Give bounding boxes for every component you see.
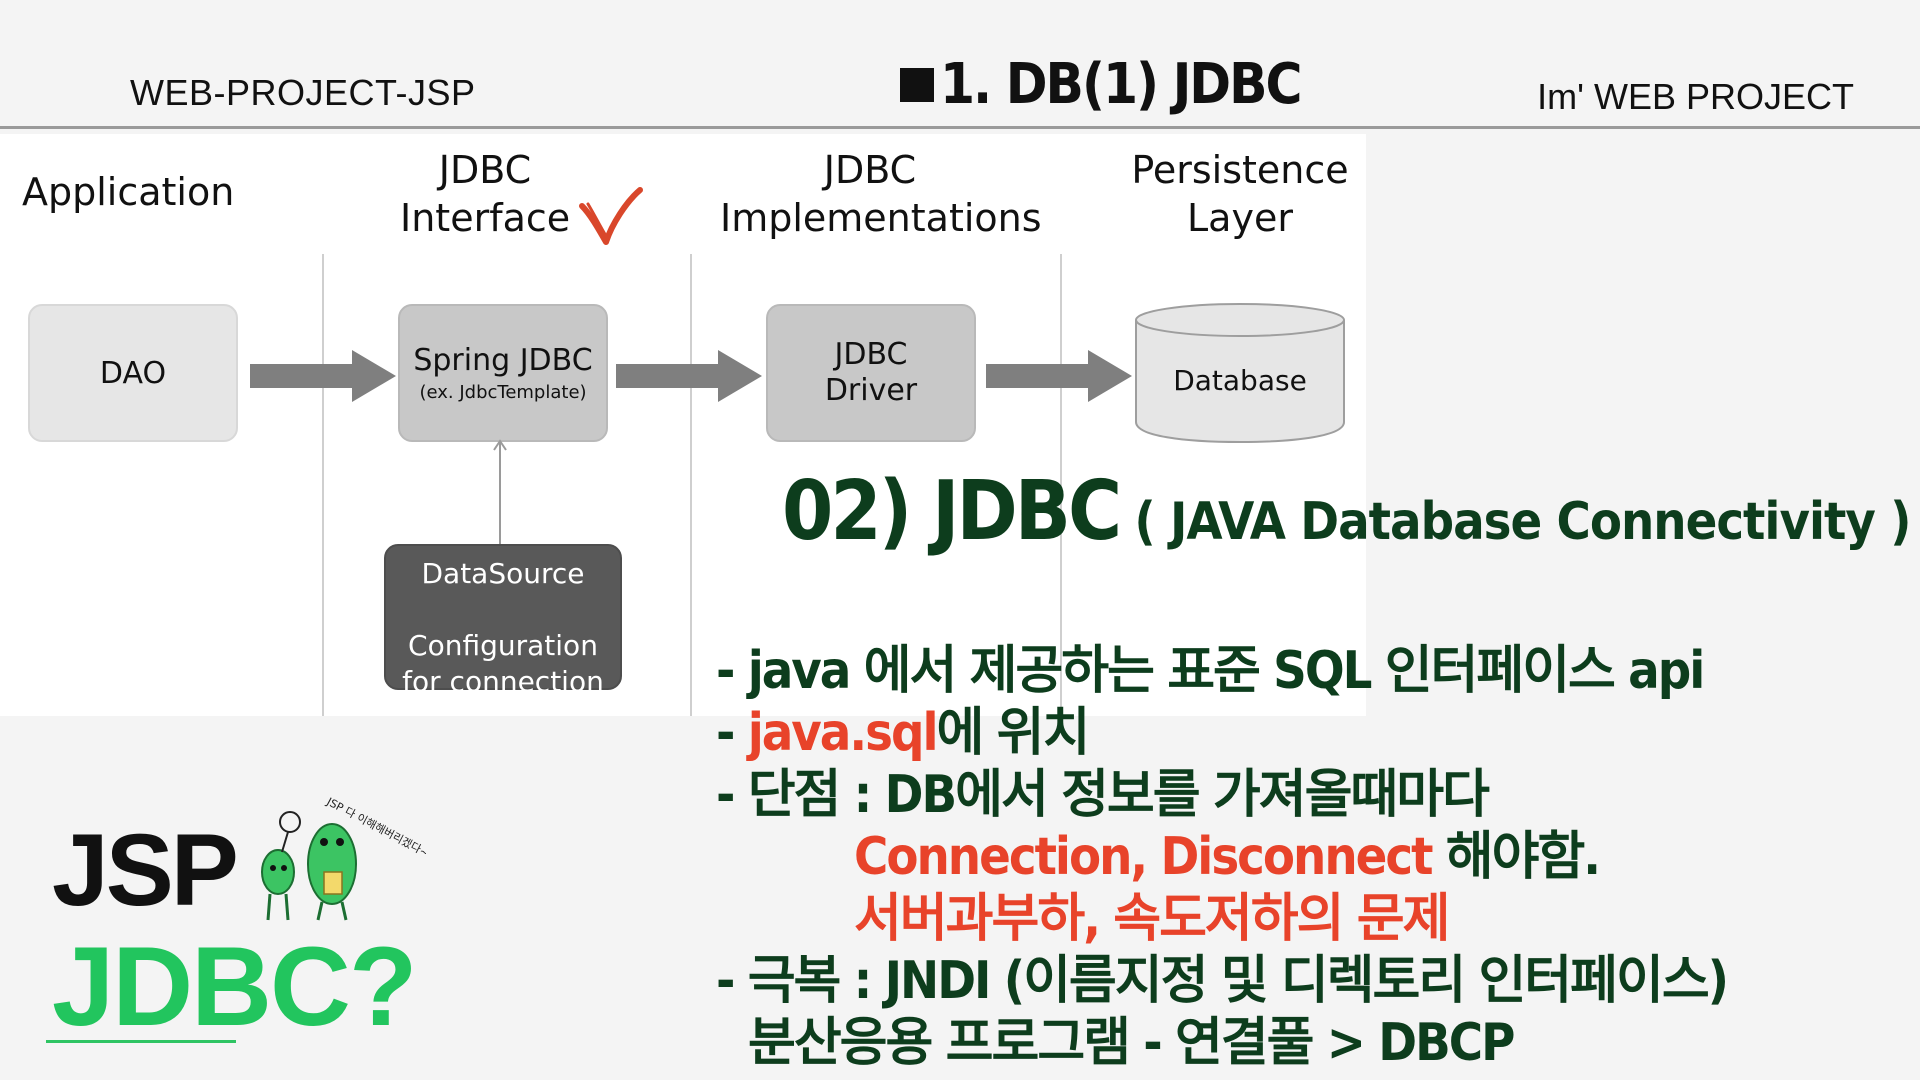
column-title-jdbc-interface: JDBC Interface xyxy=(400,146,570,242)
box-label: DAO xyxy=(99,355,167,391)
database-label: Database xyxy=(1173,364,1307,397)
box-sublabel: (ex. JdbcTemplate) xyxy=(419,382,587,403)
bullet-item: - 극복 : JNDI (이름지정 및 디렉토리 인터페이스) xyxy=(716,951,1729,1011)
header-brand: Im' WEB PROJECT xyxy=(1537,76,1854,117)
arrow-right-icon xyxy=(250,350,396,402)
jsp-logo-text: JSP xyxy=(52,813,239,927)
square-bullet-icon xyxy=(900,67,934,102)
section-title-main: 02) JDBC xyxy=(782,464,1122,559)
column-title-line: Layer xyxy=(1187,196,1293,240)
arrow-right-icon xyxy=(616,350,762,402)
highlight-text: java.sql xyxy=(747,703,939,763)
bullet-prefix: - xyxy=(716,703,748,763)
box-label: Spring JDBC xyxy=(413,343,593,378)
highlight-text: Connection, Disconnect xyxy=(854,827,1434,887)
database-cylinder xyxy=(1135,303,1345,444)
slide-title: 1. DB(1) JDBC xyxy=(900,52,1303,117)
column-divider xyxy=(690,254,692,716)
column-title-line: Persistence xyxy=(1131,148,1349,192)
slide-title-text: 1. DB(1) JDBC xyxy=(940,52,1303,117)
datasource-box: DataSource Configuration for connection xyxy=(384,544,622,698)
column-divider xyxy=(322,254,324,716)
bullet-continuation: Connection, Disconnect 해야함. xyxy=(716,826,1727,888)
mascot-illustration: JSP 다 이해해버리겠다~! xyxy=(261,794,426,921)
spring-jdbc-box: Spring JDBC (ex. JdbcTemplate) xyxy=(398,304,608,442)
bullet-item: - java 에서 제공하는 표준 SQL 인터페이스 api xyxy=(716,641,1705,701)
box-label: DataSource xyxy=(421,557,585,590)
logo-underline xyxy=(46,1040,236,1043)
box-label: Driver xyxy=(824,373,918,408)
section-title: 02) JDBC ( JAVA Database Connectivity ) xyxy=(782,464,1911,559)
header-divider xyxy=(0,126,1920,129)
arrow-right-icon xyxy=(986,350,1132,402)
box-label: for connection xyxy=(402,665,604,698)
jdbc-driver-box: JDBC Driver xyxy=(766,304,976,442)
bullet-list: - java 에서 제공하는 표준 SQL 인터페이스 api - java.s… xyxy=(716,640,1729,1074)
box-label: JDBC xyxy=(834,337,908,372)
jdbc-question-text: JDBC? xyxy=(52,924,417,1049)
column-title-line: JDBC xyxy=(438,148,532,192)
column-title-jdbc-implementations: JDBC Implementations xyxy=(720,146,1042,242)
box-label: Configuration xyxy=(408,629,598,662)
column-title-application: Application xyxy=(22,168,234,216)
column-title-line: JDBC xyxy=(823,148,917,192)
header-project-name: WEB-PROJECT-JSP xyxy=(130,72,476,113)
dao-box: DAO xyxy=(28,304,238,442)
column-title-persistence-layer: Persistence Layer xyxy=(1130,146,1350,242)
bullet-continuation: 서버과부하, 속도저하의 문제 xyxy=(854,889,1450,949)
jdbc-architecture-diagram: Application JDBC Interface JDBC Implemen… xyxy=(0,134,1366,716)
bullet-text: 해야함. xyxy=(1431,827,1601,887)
section-title-sub: ( JAVA Database Connectivity ) xyxy=(1119,492,1911,552)
bullet-item: - java.sql에 위치 xyxy=(716,702,1727,764)
checkmark-icon xyxy=(579,187,643,245)
column-title-line: Interface xyxy=(400,196,571,240)
column-divider xyxy=(1060,254,1062,716)
column-title-line: Application xyxy=(22,170,235,214)
bullet-item: - 단점 : DB에서 정보를 가져올때마다 xyxy=(716,765,1490,825)
bullet-continuation: 분산응용 프로그램 - 연결풀 > DBCP xyxy=(748,1013,1515,1073)
column-title-line: Implementations xyxy=(720,196,1042,240)
bullet-text: 에 위치 xyxy=(936,703,1090,763)
